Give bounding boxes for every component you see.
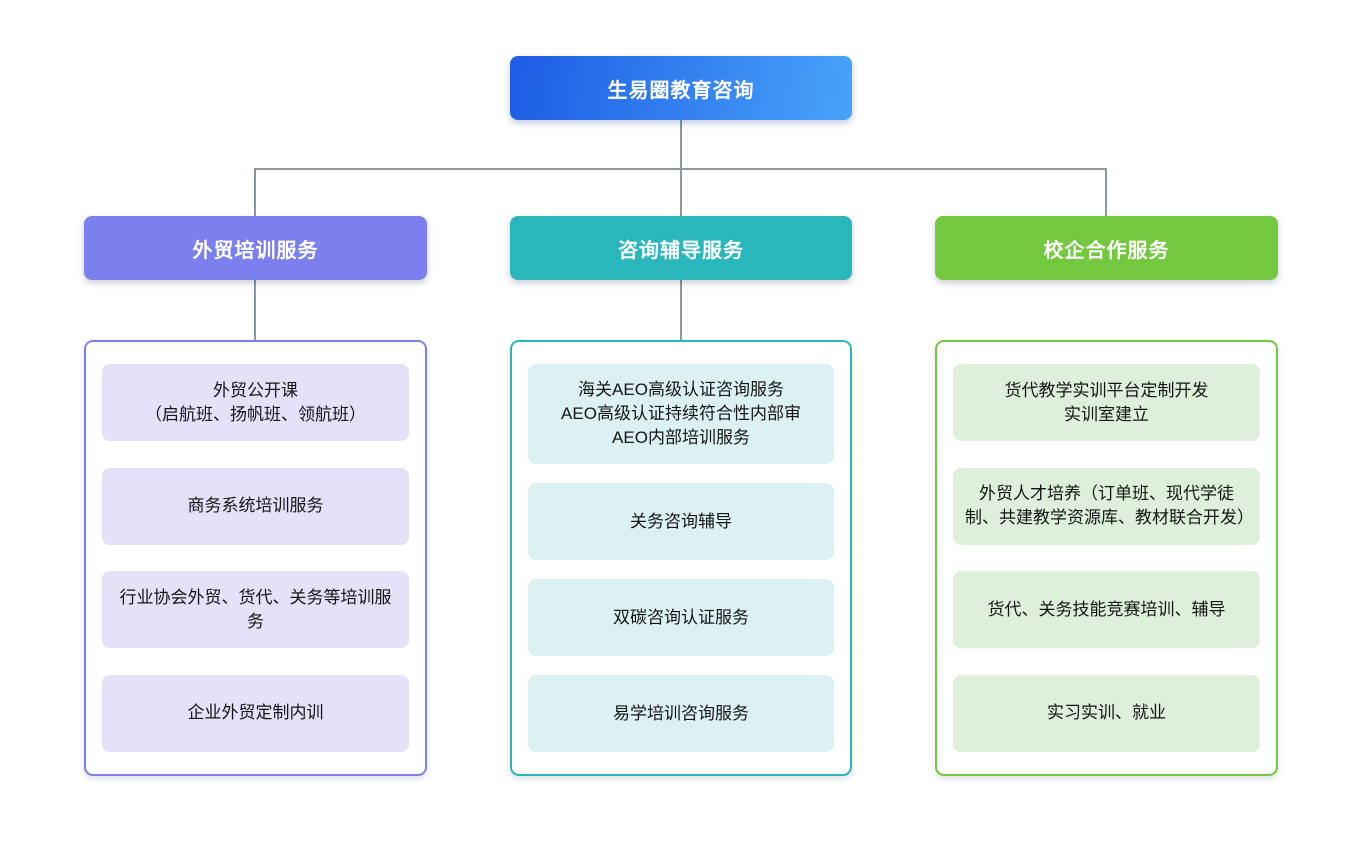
branch-item: 商务系统培训服务 (102, 467, 409, 545)
branch-panel-consulting: 海关AEO高级认证咨询服务 AEO高级认证持续符合性内部审 AEO内部培训服务 … (510, 340, 852, 776)
branch-item: 双碳咨询认证服务 (528, 579, 834, 656)
branch-item: 实习实训、就业 (953, 674, 1260, 752)
connector-branch-2-panel (680, 280, 682, 340)
branch-header-label: 咨询辅导服务 (618, 239, 744, 262)
connector-branch-1-panel (254, 280, 256, 340)
connector-root-down (680, 120, 682, 169)
branch-item: 关务咨询辅导 (528, 483, 834, 560)
branch-header-label: 校企合作服务 (1043, 239, 1170, 262)
branch-item: 海关AEO高级认证咨询服务 AEO高级认证持续符合性内部审 AEO内部培训服务 (528, 364, 834, 464)
branch-item: 货代、关务技能竞赛培训、辅导 (953, 571, 1260, 649)
branch-header-school-enterprise: 校企合作服务 (935, 216, 1278, 280)
branch-item: 外贸人才培养（订单班、现代学徒制、共建教学资源库、教材联合开发） (953, 467, 1260, 545)
branch-item: 易学培训咨询服务 (528, 675, 834, 752)
branch-header-label: 外贸培训服务 (192, 239, 319, 262)
branch-item: 行业协会外贸、货代、关务等培训服务 (102, 571, 409, 649)
root-node: 生易圈教育咨询 (510, 56, 852, 120)
branch-item: 货代教学实训平台定制开发 实训室建立 (953, 364, 1260, 441)
root-node-label: 生易圈教育咨询 (607, 79, 755, 102)
branch-header-trade-training: 外贸培训服务 (84, 216, 427, 280)
branch-panel-school-enterprise: 货代教学实训平台定制开发 实训室建立 外贸人才培养（订单班、现代学徒制、共建教学… (935, 340, 1278, 776)
connector-branch-3-stub (1105, 168, 1107, 216)
branch-item: 企业外贸定制内训 (102, 674, 409, 752)
branch-item: 外贸公开课 （启航班、扬帆班、领航班） (102, 364, 409, 441)
connector-branch-1-stub (254, 168, 256, 216)
connector-branch-2-stub (680, 168, 682, 216)
branch-panel-trade-training: 外贸公开课 （启航班、扬帆班、领航班） 商务系统培训服务 行业协会外贸、货代、关… (84, 340, 427, 776)
branch-header-consulting: 咨询辅导服务 (510, 216, 852, 280)
